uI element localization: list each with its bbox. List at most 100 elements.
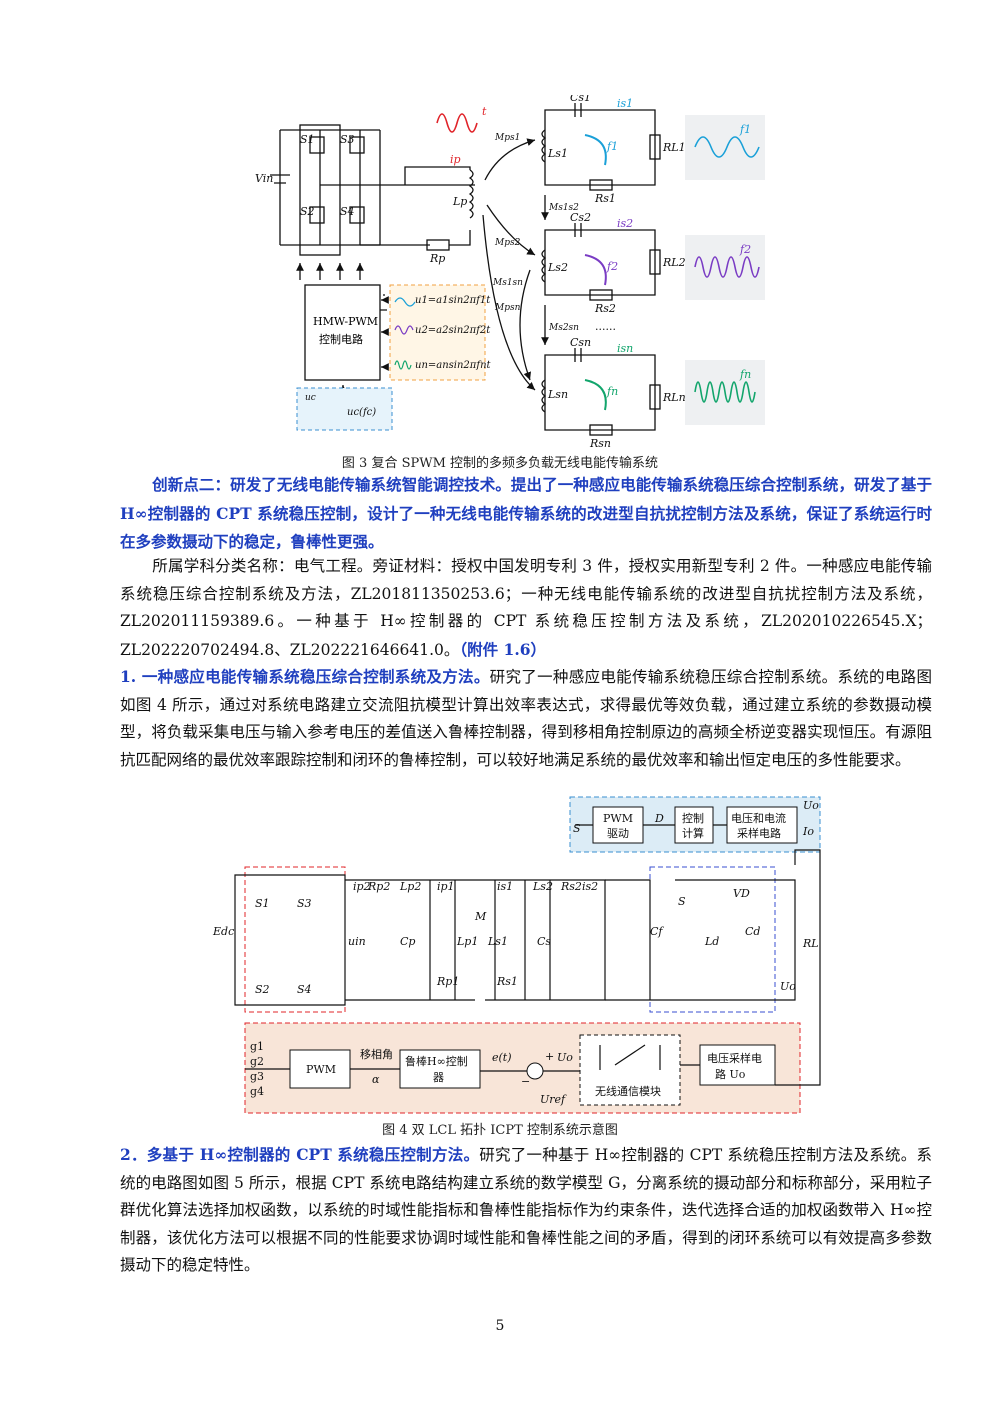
- fig3-s2: S2: [300, 205, 315, 218]
- fig4-phase: 移相角: [360, 1048, 393, 1061]
- fig4-pwm-drive-2: 驱动: [607, 827, 629, 840]
- fig4-plus: +: [545, 1050, 554, 1063]
- fig4-calc-1: 控制: [682, 811, 704, 825]
- figure-4-caption: 图 4 双 LCL 拓扑 ICPT 控制系统示意图: [382, 1123, 618, 1138]
- fig4-lp1: Lp1: [456, 935, 478, 948]
- fig3-ip: ip: [450, 153, 461, 166]
- fig3-ucfc: uc(fc): [347, 407, 376, 418]
- fig4-rs1: Rs1: [496, 975, 518, 988]
- fig4-pwm: PWM: [306, 1063, 336, 1076]
- fig3-mps1: Mps1: [494, 133, 520, 143]
- figure-4-diagram: PWM 驱动 D 控制 计算 电压和电流 采样电路 Uo Io S Edc ui…: [212, 796, 821, 1114]
- item-2: 2．多基于 H∞控制器的 CPT 系统稳压控制方法。研究了一种基于 H∞控制器的…: [120, 1145, 932, 1274]
- fig4-rs2: Rs2: [560, 880, 582, 893]
- paragraph-classification: 所属学科分类名称：电气工程。旁证材料：授权中国发明专利 3 件，授权实用新型专利…: [120, 557, 932, 659]
- fig4-is2: is2: [582, 880, 598, 893]
- fig4-rl: RL: [802, 937, 819, 950]
- fig3-rl1: RL1: [662, 141, 686, 154]
- fig3-lp: Lp: [452, 195, 467, 208]
- fig4-g2: g2: [250, 1055, 264, 1068]
- fig4-d: D: [654, 812, 664, 825]
- fig3-dots: ······: [595, 323, 616, 336]
- fig4-pwm-drive-1: PWM: [603, 812, 633, 825]
- fig4-minus: −: [521, 1075, 530, 1088]
- fig3-ctrl-line2: 控制电路: [319, 332, 363, 346]
- fig3-rs2: Rs2: [594, 302, 616, 315]
- fig3-u2: u2=a2sin2πf2t: [415, 325, 491, 336]
- fig4-s3: S3: [297, 897, 312, 910]
- fig3-ctrl-line1: HMW-PWM: [313, 315, 378, 328]
- fig4-ls2: Ls2: [532, 880, 553, 893]
- fig3-rsn: Rsn: [589, 437, 611, 450]
- fig4-vsamp-2: 路 Uo: [715, 1068, 746, 1081]
- fig3-cs2: Cs2: [570, 211, 591, 224]
- fig4-uin: uin: [348, 935, 366, 948]
- fig4-cd: Cd: [745, 925, 760, 938]
- fig4-is1: is1: [497, 880, 513, 893]
- heading-innovation-2: 创新点二：研发了无线电能传输系统智能调控技术。提出了一种感应电能传输系统稳压综合…: [120, 475, 932, 551]
- fig3-uc: uc: [305, 393, 316, 403]
- fig3-rln: RLn: [662, 391, 686, 404]
- fig3-isn: isn: [617, 342, 633, 355]
- fig4-wireless: 无线通信模块: [595, 1084, 661, 1098]
- fig3-s3: S3: [340, 133, 355, 146]
- fig4-et: e(t): [492, 1051, 512, 1064]
- page-number: 5: [495, 1318, 505, 1334]
- fig4-vsamp-1: 电压采样电: [707, 1051, 762, 1065]
- fig4-rp1: Rp1: [436, 975, 459, 988]
- fig4-cs: Cs: [537, 935, 551, 948]
- fig3-u1: u1=a1sin2πf1t: [415, 295, 491, 306]
- fig4-ls1: Ls1: [487, 935, 508, 948]
- fig4-cp: Cp: [400, 935, 415, 948]
- fig3-rl2: RL2: [662, 256, 686, 269]
- fig4-edc: Edc: [212, 925, 234, 938]
- fig3-un: un=ansin2πfnt: [415, 360, 492, 371]
- fig4-robust-2: 器: [433, 1071, 444, 1084]
- figure-3-caption: 图 3 复合 SPWM 控制的多频多负载无线电能传输系统: [341, 456, 659, 471]
- fig3-f1-wave: f1: [739, 123, 751, 136]
- fig4-ip2: ip2: [353, 880, 371, 893]
- fig4-lp2: Lp2: [399, 880, 421, 893]
- fig3-ls1: Ls1: [547, 147, 568, 160]
- fig4-alpha: α: [372, 1073, 380, 1086]
- fig4-s: S: [573, 822, 581, 835]
- fig4-cf: Cf: [650, 925, 664, 938]
- fig4-uo-top: Uo: [803, 799, 819, 812]
- fig4-ld: Ld: [704, 935, 719, 948]
- fig3-ms1sn: Ms1sn: [492, 278, 523, 288]
- fig3-ms1s2: Ms1s2: [548, 203, 579, 213]
- fig4-m: M: [474, 910, 487, 923]
- fig4-rp2: Rp2: [367, 880, 390, 893]
- fig4-uo-ctrl: Uo: [557, 1051, 573, 1064]
- fig4-sw: S: [678, 895, 686, 908]
- figure-3-diagram: S1 S3 S2 S4 Vin Lp Rp ip Mps1 Mps2 Mpsn …: [255, 95, 765, 450]
- fig4-calc-2: 计算: [682, 826, 704, 840]
- fig4-g4: g4: [250, 1085, 264, 1098]
- fig3-rs1: Rs1: [594, 192, 616, 205]
- fig4-g3: g3: [250, 1070, 264, 1083]
- fig4-s2: S2: [255, 983, 270, 996]
- fig3-mpsn: Mpsn: [494, 303, 521, 313]
- fig3-t: t: [482, 105, 487, 118]
- fig3-ls2: Ls2: [547, 261, 568, 274]
- fig3-vin: Vin: [255, 172, 273, 185]
- fig3-f1: f1: [606, 140, 618, 153]
- fig4-g1: g1: [250, 1040, 264, 1053]
- fig3-s1: S1: [300, 133, 315, 146]
- fig3-is2: is2: [617, 217, 633, 230]
- fig4-uo-out: Uo: [780, 980, 796, 993]
- fig3-rp: Rp: [429, 252, 445, 265]
- fig3-lsn: Lsn: [547, 388, 568, 401]
- fig3-ms2sn: Ms2sn: [548, 323, 579, 333]
- fig3-csn: Csn: [570, 336, 591, 349]
- fig4-vd: VD: [733, 887, 750, 900]
- fig4-s4: S4: [297, 983, 312, 996]
- fig4-ip1: ip1: [437, 880, 455, 893]
- fig3-s4: S4: [340, 205, 355, 218]
- fig3-fn: fn: [606, 385, 618, 398]
- fig4-samp-1: 电压和电流: [731, 811, 786, 825]
- fig3-mps2: Mps2: [494, 238, 521, 248]
- fig3-fn-wave: fn: [739, 368, 751, 381]
- fig3-is1: is1: [617, 97, 633, 110]
- fig3-f2: f2: [606, 260, 618, 273]
